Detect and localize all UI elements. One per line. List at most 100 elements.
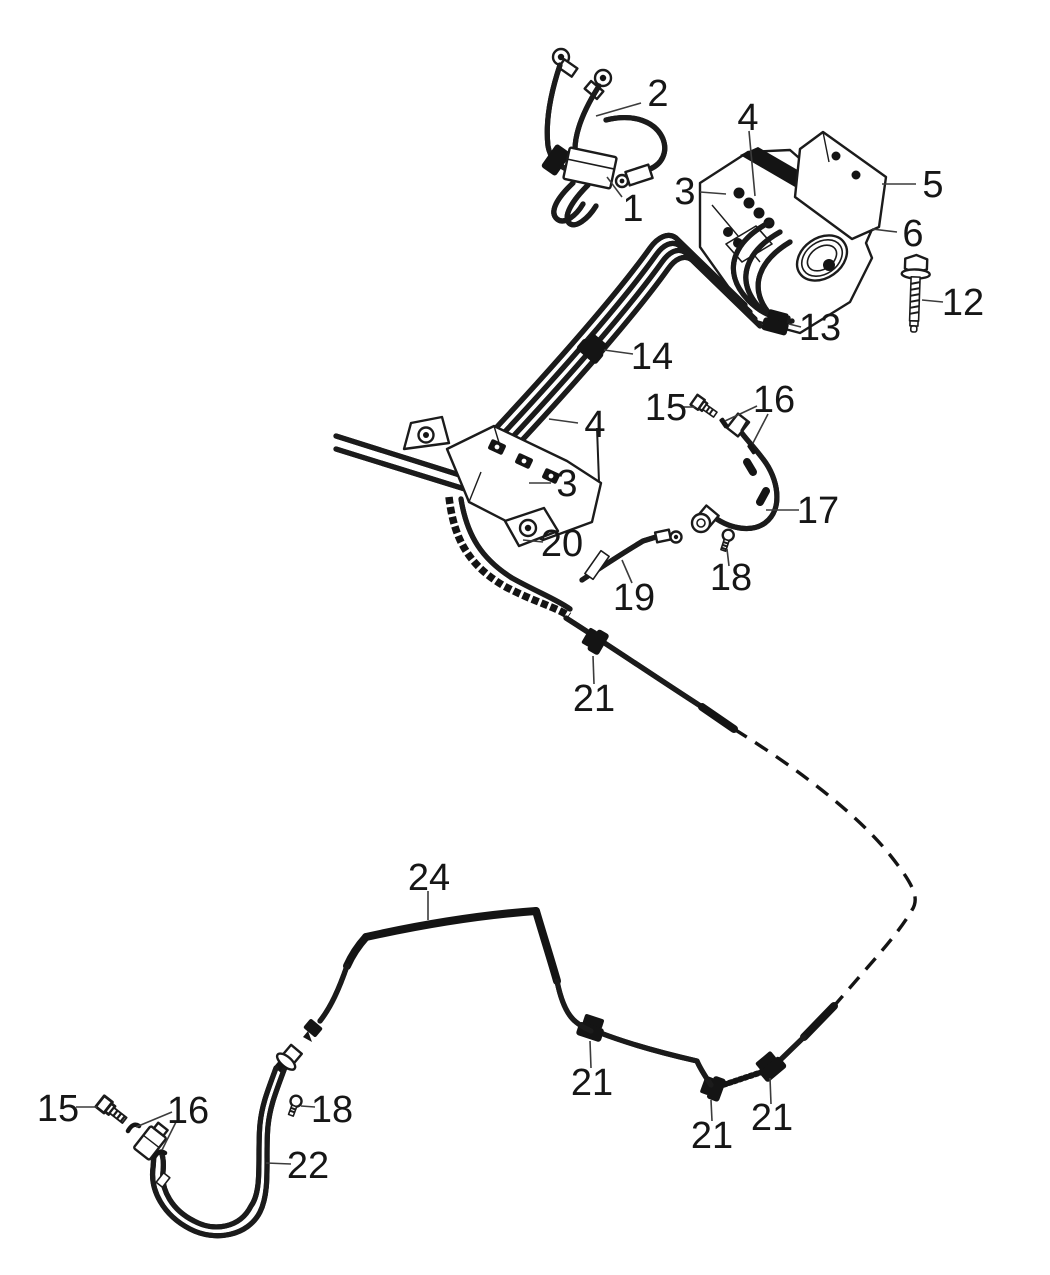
callout-16-bottom: 16 [135,1090,209,1151]
hose-sleeve [756,487,770,506]
bolt-tip [909,325,918,333]
washer-16 [151,1149,168,1161]
chassis-tube-run [563,615,917,1102]
callout-label-16: 16 [167,1090,209,1132]
callout-22: 22 [265,1145,329,1187]
callout-leader [595,102,642,117]
tube-19-tab [584,549,610,581]
callout-leader [603,349,634,355]
callout-leader [769,1077,772,1105]
callout-label-20: 20 [541,523,583,565]
hose-17-line [707,429,780,532]
bracket-hole [851,170,861,180]
callout-19: 19 [613,559,655,619]
callout-15-top: 15 [645,387,695,429]
bracket-hole [831,151,841,161]
callout-label-24: 24 [408,857,450,899]
motor-cap [823,259,835,271]
callout-label-5: 5 [922,164,943,206]
tube-24-nut [303,1019,323,1037]
callout-leader [710,1099,713,1122]
front-tube-assembly [541,47,665,225]
callout-4-top: 4 [737,97,759,197]
callout-14: 14 [603,336,673,378]
tube-19-nut [653,528,673,544]
callout-leader [548,418,579,424]
tube-clip-21 [755,1051,787,1082]
banjo-bolt-15-bottom [94,1094,128,1124]
callout-21-pair-left: 21 [691,1099,733,1157]
callouts: 1 2 3 4 5 6 12 13 [37,73,984,1187]
callout-label-4: 4 [584,404,605,446]
tube-clip-14 [576,333,608,364]
callout-leader [589,1040,592,1069]
callout-2: 2 [595,73,669,117]
callout-label-18: 18 [311,1089,353,1131]
sleeved-tube [445,496,572,620]
bracket-edge-line [596,427,600,483]
banjo-hose-17 [690,412,780,534]
washer-16 [719,417,729,429]
callout-24: 24 [408,857,450,920]
callout-1: 1 [606,176,644,230]
tube-union [515,453,533,469]
hose-22-tab [155,1172,171,1188]
washers-16-top [719,417,757,455]
callout-label-17: 17 [797,490,839,532]
callout-label-12: 12 [942,282,984,324]
hose-22-banjo-block [133,1121,169,1161]
callout-leader [522,539,544,543]
callout-20: 20 [522,523,583,565]
callout-label-13: 13 [799,307,841,349]
callout-label-21: 21 [571,1062,613,1104]
tube-bundle-4 [477,235,763,469]
callout-leader [621,559,633,584]
tube-24-tip [303,1031,312,1042]
callout-leader [161,1121,177,1151]
callout-leader [788,323,802,328]
callout-4-mid: 4 [548,404,606,446]
tube-2-fitting [624,163,654,187]
callout-leader [265,1162,292,1165]
callout-21-pair-right: 21 [751,1077,793,1139]
hcu-abs-module [698,130,888,335]
hose-sleeve [743,458,757,476]
junction-bracket [333,415,603,548]
callout-3-top: 3 [674,171,727,213]
callout-label-16: 16 [753,379,795,421]
tube-2-eyelet-hole [619,178,625,184]
callout-label-2: 2 [647,73,668,115]
hidden-route-dashed [733,727,917,1008]
callout-13: 13 [788,307,841,349]
callout-label-15: 15 [37,1088,79,1130]
callout-label-4: 4 [737,97,758,139]
callout-12: 12 [921,282,984,324]
screw-18-top [720,528,735,552]
callout-21-left: 21 [571,1040,613,1104]
tube-24 [303,907,594,1042]
tube-24-sleeve [362,907,540,941]
tube-loop-13 [733,219,795,336]
callout-leader [748,130,756,197]
callout-3-mid: 3 [529,463,578,505]
callout-label-3: 3 [556,463,577,505]
callout-15-bottom: 15 [37,1088,97,1130]
callout-leader [592,655,595,685]
callout-label-1: 1 [622,188,643,230]
tube-clip-21 [581,627,609,655]
tube-eyelet-hole [599,74,607,82]
tube-24-sleeve [532,907,561,985]
bracket-outlet-tubes [445,496,573,620]
tube-union [488,439,506,455]
callout-18-bottom: 18 [300,1089,353,1131]
bracket-fold-line [822,131,830,163]
callout-leader [300,1105,316,1108]
callout-label-21: 21 [691,1115,733,1157]
callout-leader [726,548,730,567]
callout-leader [724,405,758,422]
callout-label-21: 21 [751,1097,793,1139]
callout-label-3: 3 [674,171,695,213]
callout-label-21: 21 [573,678,615,720]
